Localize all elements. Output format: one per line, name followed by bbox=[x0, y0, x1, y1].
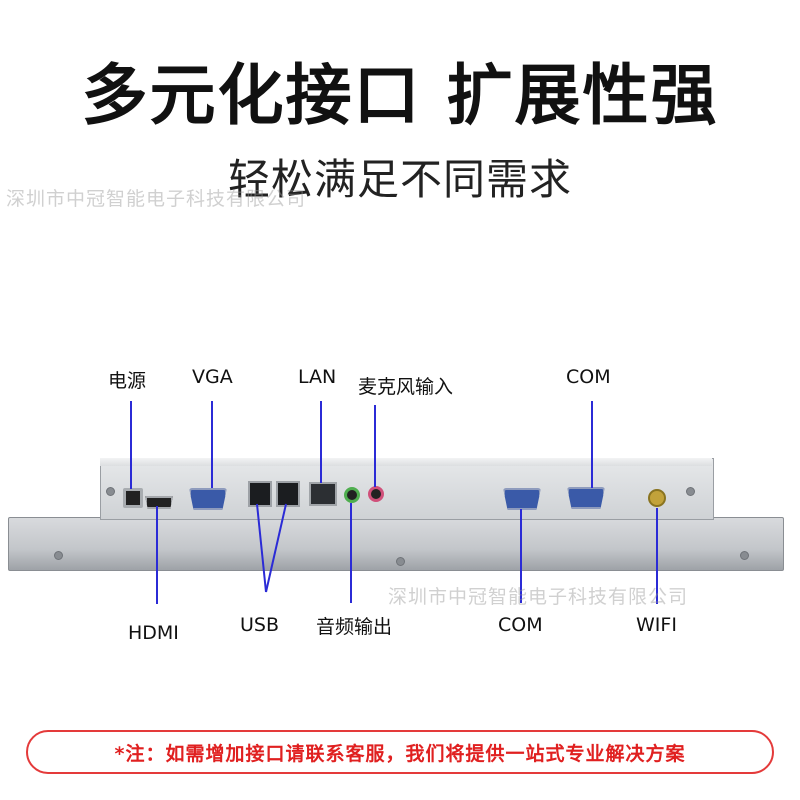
watermark-bottom: 深圳市中冠智能电子科技有限公司 bbox=[388, 586, 689, 608]
audio-out-jack bbox=[344, 487, 360, 503]
watermark-top: 深圳市中冠智能电子科技有限公司 bbox=[6, 188, 307, 210]
com-port-1 bbox=[503, 488, 541, 510]
com-port-2 bbox=[567, 487, 605, 509]
notice-banner: *注：如需增加接口请联系客服，我们将提供一站式专业解决方案 bbox=[26, 730, 774, 774]
label-vga: VGA bbox=[192, 366, 233, 388]
screw-icon bbox=[686, 487, 695, 496]
hdmi-port bbox=[145, 496, 173, 509]
label-com-bottom: COM bbox=[498, 614, 543, 636]
leader-line-mic bbox=[374, 405, 376, 487]
mic-in-jack bbox=[368, 486, 384, 502]
leader-line-wifi bbox=[656, 508, 658, 604]
label-com-top: COM bbox=[566, 366, 611, 388]
usb-port bbox=[276, 481, 300, 507]
label-power: 电源 bbox=[108, 370, 147, 392]
label-audio-out: 音频输出 bbox=[316, 616, 393, 638]
label-hdmi: HDMI bbox=[128, 622, 179, 644]
leader-line-power bbox=[130, 401, 132, 489]
label-usb: USB bbox=[240, 614, 280, 636]
dc-power-port bbox=[123, 488, 143, 508]
leader-line-vga bbox=[211, 401, 213, 488]
wifi-antenna-connector bbox=[648, 489, 666, 507]
leader-line-com-bottom bbox=[520, 509, 522, 603]
screw-icon bbox=[106, 487, 115, 496]
label-lan: LAN bbox=[298, 366, 337, 388]
screw-icon bbox=[740, 551, 749, 560]
vga-port bbox=[189, 488, 227, 510]
notice-text: *注：如需增加接口请联系客服，我们将提供一站式专业解决方案 bbox=[114, 742, 686, 765]
label-wifi: WIFI bbox=[636, 614, 677, 636]
subheadline: 轻松满足不同需求 bbox=[227, 155, 572, 204]
leader-line-hdmi bbox=[156, 506, 158, 604]
leader-line-com-top bbox=[591, 401, 593, 488]
usb-port bbox=[248, 481, 272, 507]
lan-port bbox=[309, 482, 337, 506]
device-top-edge bbox=[100, 458, 712, 466]
headline: 多元化接口 扩展性强 bbox=[81, 57, 719, 134]
leader-line-audio-out bbox=[350, 503, 352, 603]
screw-icon bbox=[396, 557, 405, 566]
label-mic-input: 麦克风输入 bbox=[358, 376, 454, 398]
screw-icon bbox=[54, 551, 63, 560]
leader-line-lan bbox=[320, 401, 322, 483]
leader-lines-usb bbox=[256, 503, 287, 593]
